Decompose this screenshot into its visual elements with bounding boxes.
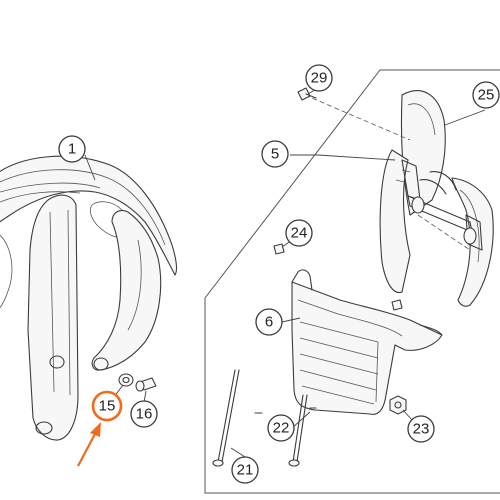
callout-16-label: 16 <box>136 406 153 423</box>
callout-16[interactable]: 16 <box>130 400 158 428</box>
callout-21-label: 21 <box>237 462 254 479</box>
callout-6-label: 6 <box>265 314 273 331</box>
callout-1-label: 1 <box>68 141 76 158</box>
callout-29-label: 29 <box>311 70 328 87</box>
callout-22-label: 22 <box>273 420 290 437</box>
clip-24 <box>273 243 285 255</box>
front-fender <box>0 155 177 441</box>
callout-25-label: 25 <box>478 87 495 104</box>
clip-mask <box>391 299 403 311</box>
washer-part <box>118 373 134 387</box>
callout-1[interactable]: 1 <box>58 135 86 163</box>
screw-21 <box>212 369 308 467</box>
windshield-part <box>379 90 494 307</box>
callout-5[interactable]: 5 <box>261 140 289 168</box>
highlight-arrow <box>77 422 101 467</box>
callout-23[interactable]: 23 <box>407 415 435 443</box>
washer-22 <box>254 407 317 414</box>
callout-15-label: 15 <box>99 398 116 415</box>
callout-25[interactable]: 25 <box>472 81 500 109</box>
callout-6[interactable]: 6 <box>255 308 283 336</box>
callout-22[interactable]: 22 <box>267 414 295 442</box>
callout-23-label: 23 <box>413 421 430 438</box>
headlight-bracket <box>395 159 483 251</box>
bolt-29 <box>297 87 317 101</box>
callout-29[interactable]: 29 <box>305 64 333 92</box>
callout-24-label: 24 <box>291 225 308 242</box>
nut-23 <box>389 395 407 415</box>
callout-24[interactable]: 24 <box>285 219 313 247</box>
callout-5-label: 5 <box>271 146 279 163</box>
callout-21[interactable]: 21 <box>231 456 259 484</box>
screw-part <box>135 377 157 392</box>
headlight-mask <box>291 269 443 415</box>
callout-15[interactable]: 15 <box>91 390 123 422</box>
assembly-frame <box>204 69 500 494</box>
